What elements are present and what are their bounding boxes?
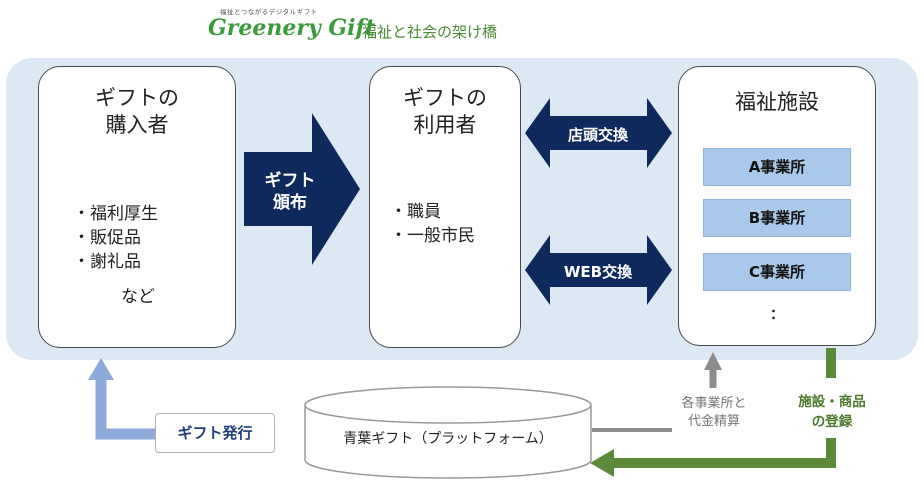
buyer-title-1: ギフトの bbox=[95, 86, 179, 110]
user-title-2: 利用者 bbox=[413, 113, 477, 137]
user-box: ギフトの 利用者 ・職員 ・一般市民 bbox=[369, 66, 521, 348]
settlement-arrow-head bbox=[704, 352, 722, 370]
buyer-etc: など bbox=[121, 287, 155, 307]
tagline: 福祉と社会の架け橋 bbox=[362, 23, 498, 41]
web-exchange-arrow bbox=[525, 235, 672, 305]
register-arrow-line bbox=[614, 438, 836, 468]
user-item: ・一般市民 bbox=[390, 226, 475, 246]
web-exchange-label: WEB交換 bbox=[563, 263, 633, 281]
store-exchange-arrow bbox=[525, 98, 672, 168]
register-label-2: の登録 bbox=[811, 414, 853, 430]
distribute-label-1: ギフト bbox=[264, 171, 316, 191]
gift-issue-label: ギフト発行 bbox=[155, 413, 275, 453]
user-list: ・職員 ・一般市民 bbox=[390, 200, 475, 248]
buyer-title-2: 購入者 bbox=[105, 113, 169, 137]
facility-title: 福祉施設 bbox=[735, 90, 819, 114]
buyer-item: ・販促品 bbox=[73, 228, 141, 248]
settlement-label-2: 代金精算 bbox=[687, 414, 740, 429]
logo-subtitle: 福祉とつながるデジタルギフト bbox=[220, 8, 318, 16]
office-a: A事業所 bbox=[703, 148, 851, 186]
register-label: 施設・商品 の登録 bbox=[786, 392, 878, 432]
buyer-list: ・福利厚生 ・販促品 ・謝礼品 bbox=[73, 202, 158, 274]
buyer-item: ・謝礼品 bbox=[73, 252, 141, 272]
platform-cylinder-top bbox=[304, 386, 592, 424]
buyer-box: ギフトの 購入者 ・福利厚生 ・販促品 ・謝礼品 など bbox=[38, 66, 236, 348]
buyer-item: ・福利厚生 bbox=[73, 204, 158, 224]
logo-wordmark: Greenery Gift bbox=[208, 15, 376, 41]
platform-label: 青葉ギフト（プラットフォーム） bbox=[343, 431, 553, 447]
distribute-arrow bbox=[244, 113, 360, 265]
office-more: ： bbox=[770, 307, 784, 323]
register-arrow-head bbox=[590, 449, 614, 477]
platform-cylinder bbox=[304, 405, 592, 479]
settlement-label: 各事業所と 代金精算 bbox=[664, 395, 764, 431]
issue-arrow-head bbox=[88, 358, 114, 380]
office-c: C事業所 bbox=[703, 253, 851, 291]
store-exchange-label: 店頭交換 bbox=[567, 126, 628, 144]
user-item: ・職員 bbox=[390, 202, 441, 222]
settlement-label-1: 各事業所と bbox=[681, 396, 747, 411]
distribute-label-2: 頒布 bbox=[273, 193, 307, 213]
facility-box: 福祉施設 A事業所 B事業所 C事業所 ： bbox=[678, 66, 876, 346]
office-b: B事業所 bbox=[703, 199, 851, 237]
issue-arrow-line bbox=[95, 380, 155, 440]
register-label-1: 施設・商品 bbox=[798, 394, 866, 410]
user-title-1: ギフトの bbox=[403, 86, 487, 110]
